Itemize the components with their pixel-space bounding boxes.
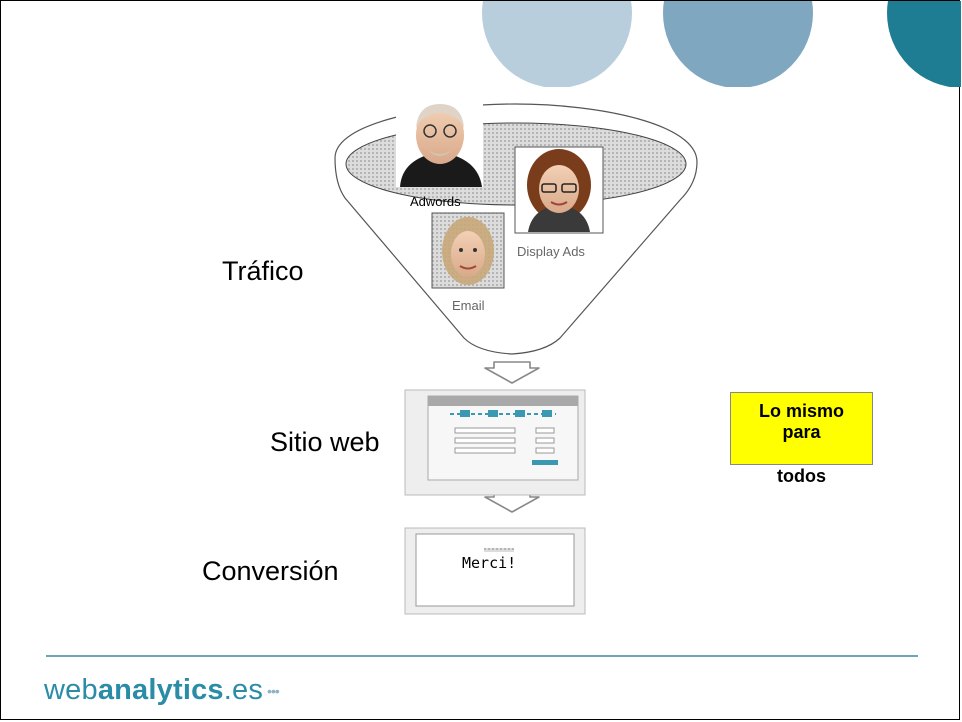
source-label-display-ads: Display Ads (517, 244, 585, 259)
decor-circle-mid (663, 1, 813, 87)
funnel-label: Tráfico (222, 256, 304, 286)
display-ads-photo (514, 146, 604, 234)
footer-divider (46, 655, 918, 657)
website-illustration (404, 389, 586, 496)
brand-suffix: .es (223, 674, 264, 706)
brand-prefix: web (44, 674, 98, 706)
source-label-adwords: Adwords (410, 194, 461, 209)
thank-you-card (404, 527, 586, 615)
decor-circle-dark (887, 1, 961, 87)
site-label: Sitio web (270, 427, 380, 457)
callout-line-3: todos (777, 466, 826, 486)
callout-box: Lo mismo para (730, 392, 873, 465)
email-photo (431, 212, 505, 289)
down-arrow-1 (484, 361, 540, 384)
callout-line-2: para (782, 422, 821, 442)
adwords-photo (396, 99, 483, 187)
brand-logo: webanalytics.es••• (44, 674, 280, 707)
brand-bold: analytics (97, 674, 224, 706)
source-label-email: Email (452, 298, 485, 313)
callout-line-1: Lo mismo (758, 401, 844, 421)
thank-you-text: Merci! (462, 554, 517, 572)
decor-circle-light (482, 1, 632, 87)
decor-circles (482, 1, 961, 87)
brand-dots: ••• (267, 683, 280, 700)
conversion-label: Conversión (202, 556, 339, 586)
